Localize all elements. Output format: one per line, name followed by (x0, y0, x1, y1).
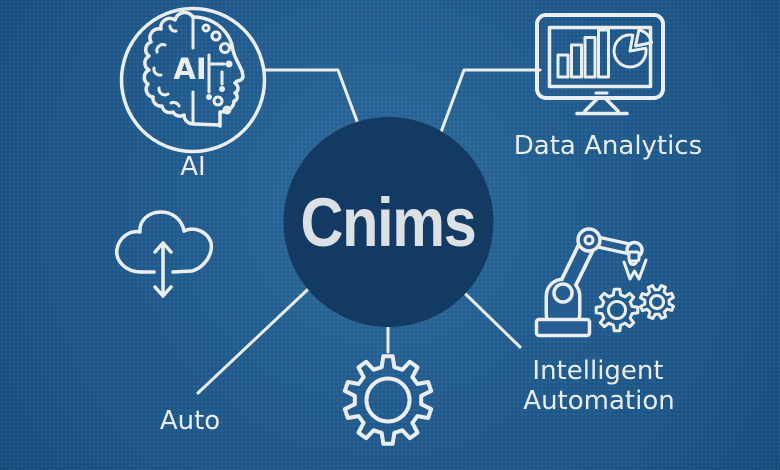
center-node: Cnims (283, 117, 494, 327)
node-label-intelligent: Intelligent (532, 356, 663, 386)
node-label-auto: Auto (160, 406, 220, 436)
robot-arm-icon (534, 227, 675, 338)
robot-claw-icon (622, 258, 648, 281)
cloud-transfer-icon (115, 210, 214, 298)
gear-small-icon (594, 284, 675, 333)
node-data-analytics: Data Analytics (514, 13, 702, 161)
robot-lower-joint (552, 282, 574, 304)
ai-icon-text: AI (173, 52, 206, 86)
node-label-automation: Automation (523, 386, 674, 416)
pie-chart-icon (612, 28, 654, 69)
center-label: Cnims (301, 184, 476, 261)
node-intelligent-automation: Intelligent Automation (523, 227, 675, 416)
connector-auto (196, 274, 324, 395)
gear-icon (342, 354, 434, 446)
node-label-ai: AI (180, 152, 205, 182)
monitor-stand (583, 96, 620, 113)
up-down-arrow-icon (153, 241, 173, 298)
node-label-data-analytics: Data Analytics (514, 131, 702, 161)
analytics-monitor-icon (535, 13, 665, 116)
robot-base (534, 317, 592, 338)
robot-wrist (627, 250, 641, 263)
connector-data-analytics (435, 68, 542, 145)
ai-brain-icon: AI (119, 6, 267, 154)
node-gear (342, 354, 434, 446)
robot-shoulder-joint (576, 227, 602, 253)
node-auto: Auto (115, 210, 220, 436)
center-circle (283, 117, 494, 327)
bar-chart-icon (556, 28, 610, 79)
node-ai: AI AI (119, 6, 267, 182)
connector-ai (262, 68, 366, 142)
